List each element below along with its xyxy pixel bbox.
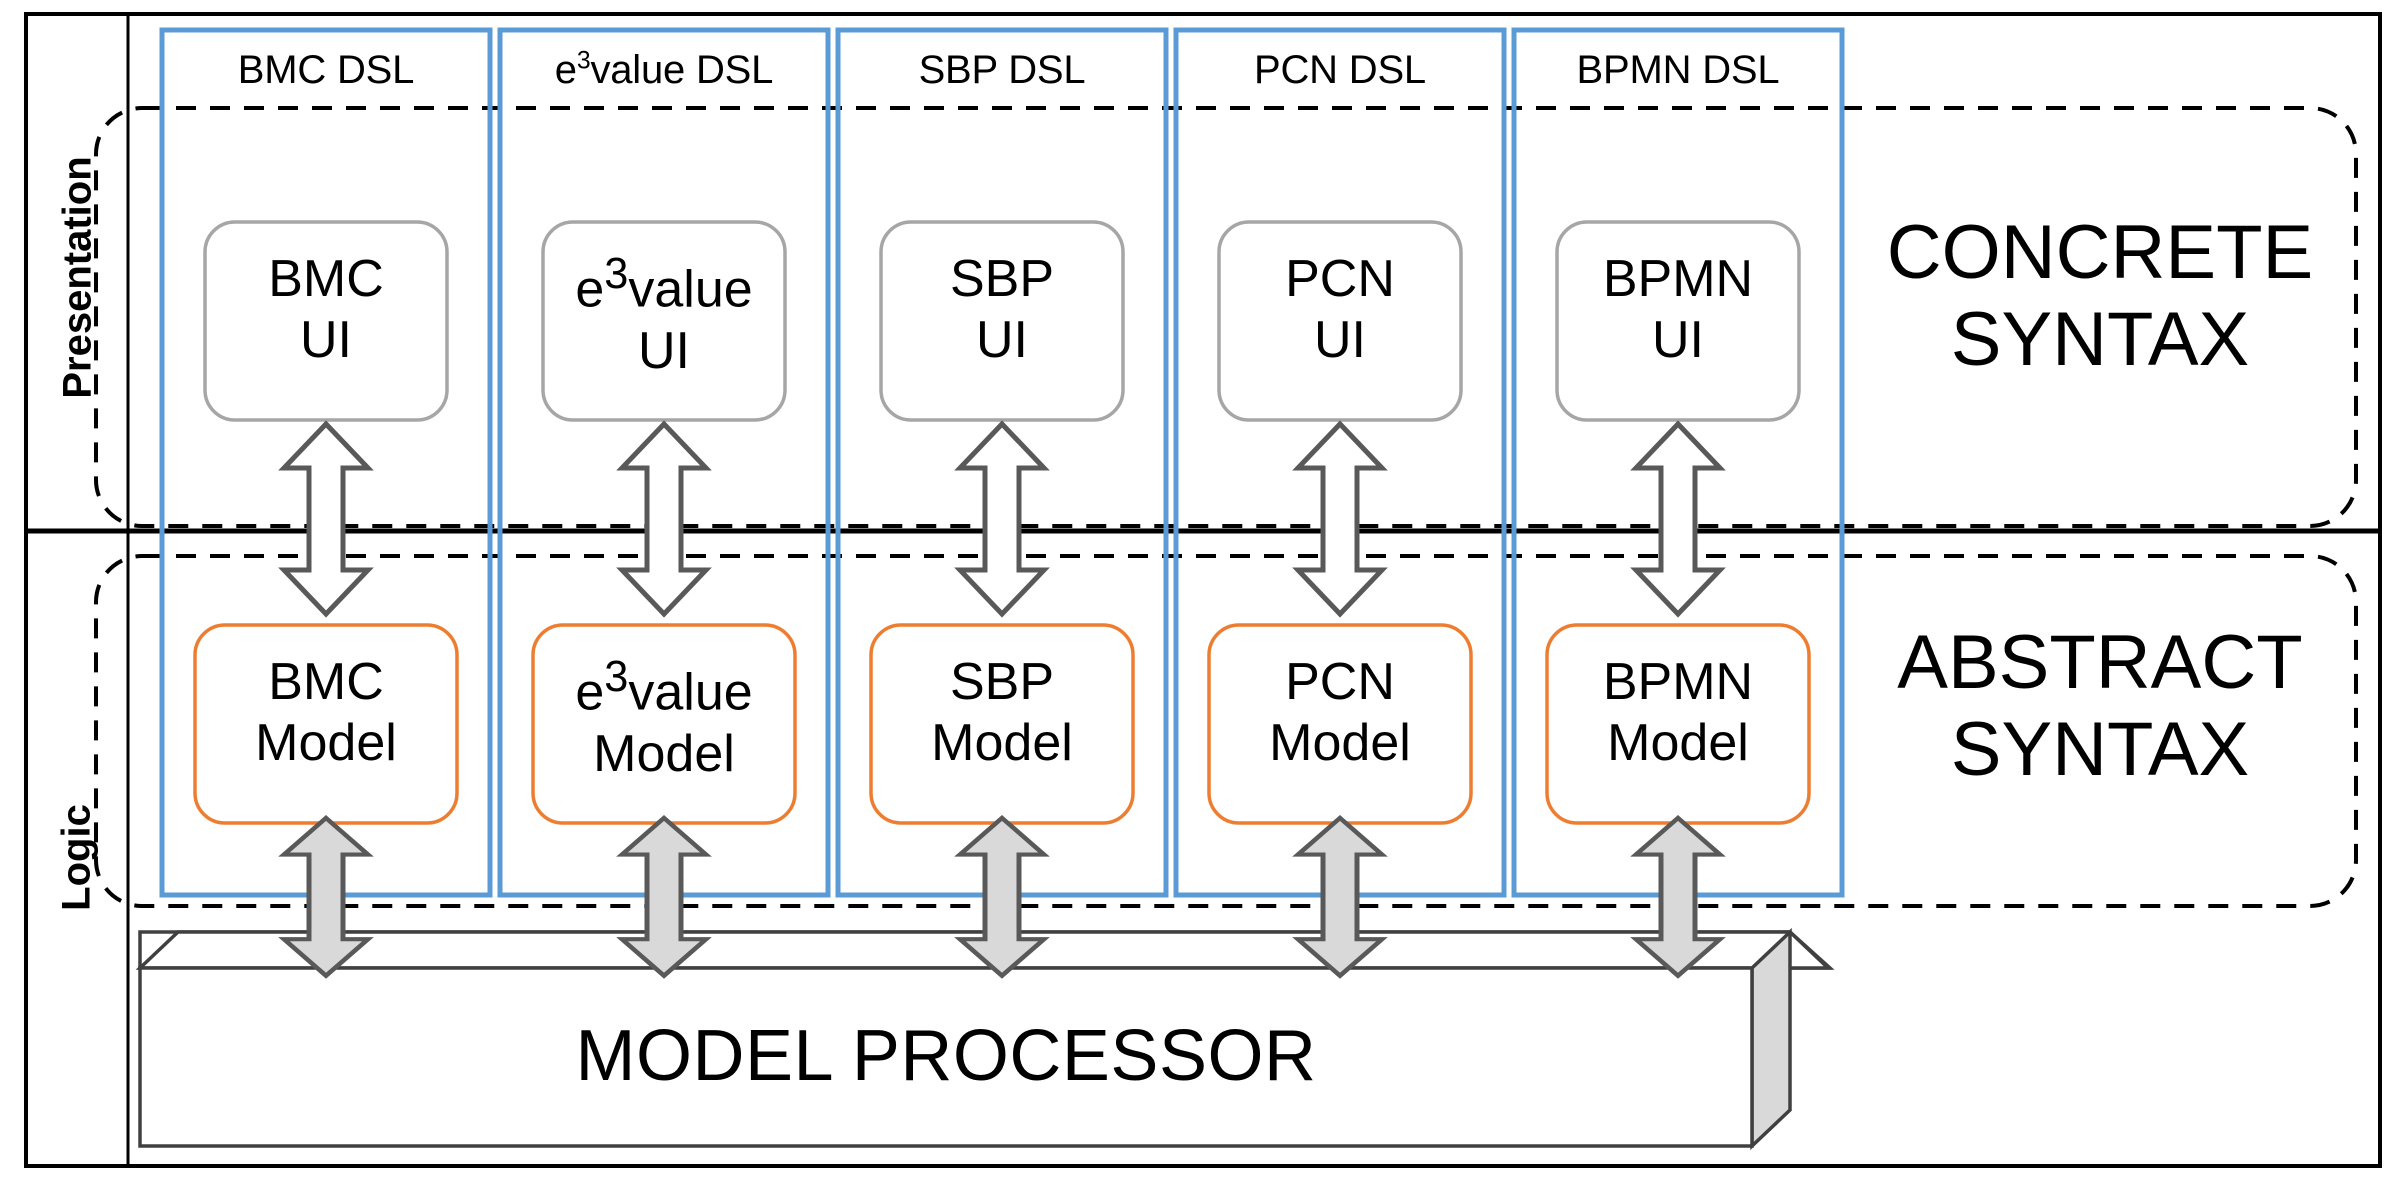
ui-label-pcn: PCN UI <box>1219 249 1461 372</box>
ui-box-sbp <box>879 220 1125 422</box>
band-label-logic-text: Logic <box>54 804 99 911</box>
ui-label-e3value-prefix: e <box>575 260 605 319</box>
model-label-e3value: e3value Model <box>533 652 795 785</box>
model-label-e3value-line1: e3value <box>533 652 795 724</box>
band-label-presentation: Presentation <box>56 138 101 418</box>
band-label-logic: Logic <box>55 758 100 958</box>
ui-label-e3value-suffix: value <box>628 260 753 319</box>
ui-label-bpmn-line2: UI <box>1652 311 1704 370</box>
processor-label: MODEL PROCESSOR <box>140 1016 1752 1097</box>
arrow-ui-model-pcn <box>1298 424 1382 614</box>
model-label-bmc-line2: Model <box>255 714 397 773</box>
model-label-e3value-line2: Model <box>593 724 735 783</box>
ui-label-pcn-line1: PCN <box>1285 250 1395 308</box>
model-label-pcn-line2: Model <box>1269 714 1411 773</box>
outer-frame <box>24 12 2382 1168</box>
ui-box-bpmn <box>1555 220 1801 422</box>
dsl-label-sbp: SBP DSL <box>838 48 1166 93</box>
dsl-label-bpmn-text: BPMN DSL <box>1576 48 1780 92</box>
abstract-syntax-line1: ABSTRACT <box>1897 620 2303 705</box>
model-label-e3value-superscript: 3 <box>604 653 629 701</box>
ui-box-e3value <box>541 220 787 422</box>
arrow-ui-model-sbp <box>960 424 1044 614</box>
dsl-label-pcn: PCN DSL <box>1176 48 1504 93</box>
abstract-syntax-region <box>94 554 2358 908</box>
ui-label-sbp-line1: SBP <box>949 250 1055 308</box>
model-label-bpmn-line1: BPMN <box>1602 653 1754 711</box>
concrete-syntax-line2: SYNTAX <box>1950 296 2250 382</box>
ui-label-e3value-line1: e3value <box>543 249 785 321</box>
concrete-syntax-region <box>94 106 2358 528</box>
ui-label-bmc: BMC UI <box>205 249 447 372</box>
model-label-e3value-prefix: e <box>575 663 605 722</box>
model-label-pcn: PCN Model <box>1209 652 1471 775</box>
ui-box-bmc <box>203 220 449 422</box>
band-label-presentation-text: Presentation <box>55 156 100 399</box>
dsl-label-pcn-text: PCN DSL <box>1254 48 1426 92</box>
ui-label-bmc-line2: UI <box>300 311 352 370</box>
arrow-ui-model-bmc <box>284 424 368 614</box>
ui-label-bmc-line1: BMC <box>268 250 384 308</box>
dsl-label-e3value-superscript: 3 <box>576 47 591 75</box>
ui-label-pcn-line2: UI <box>1314 311 1366 370</box>
model-label-bmc: BMC Model <box>195 652 457 775</box>
model-label-e3value-suffix: value <box>628 663 753 722</box>
concrete-syntax-title: CONCRETE SYNTAX <box>1860 210 2340 383</box>
ui-label-e3value-superscript: 3 <box>604 250 629 298</box>
model-label-bmc-line1: BMC <box>268 653 384 711</box>
abstract-syntax-line2: SYNTAX <box>1950 706 2250 792</box>
ui-label-sbp-line2: UI <box>976 311 1028 370</box>
dsl-label-bpmn: BPMN DSL <box>1514 48 1842 93</box>
abstract-syntax-title: ABSTRACT SYNTAX <box>1860 620 2340 793</box>
dsl-label-bmc: BMC DSL <box>162 48 490 93</box>
arrow-ui-model-bpmn <box>1636 424 1720 614</box>
model-label-bpmn-line2: Model <box>1607 714 1749 773</box>
model-label-pcn-line1: PCN <box>1285 653 1395 711</box>
model-label-bpmn: BPMN Model <box>1547 652 1809 775</box>
ui-label-bpmn: BPMN UI <box>1547 249 1809 372</box>
model-label-sbp-line2: Model <box>931 714 1073 773</box>
ui-label-bpmn-line1: BPMN <box>1602 250 1754 308</box>
dsl-label-sbp-text: SBP DSL <box>918 48 1086 92</box>
ui-box-pcn <box>1217 220 1463 422</box>
processor-side-face <box>1750 927 1792 1151</box>
dsl-label-e3value-prefix: e <box>554 48 577 92</box>
processor-label-text: MODEL PROCESSOR <box>575 1016 1317 1096</box>
model-label-sbp: SBP Model <box>871 652 1133 775</box>
ui-label-e3value: e3value UI <box>543 249 785 382</box>
dsl-label-e3value: e3value DSL <box>500 48 828 93</box>
ui-label-e3value-line2: UI <box>638 321 690 380</box>
dsl-label-bmc-text: BMC DSL <box>237 48 415 92</box>
model-label-sbp-line1: SBP <box>949 653 1055 711</box>
ui-label-sbp: SBP UI <box>881 249 1123 372</box>
arrow-ui-model-e3value <box>622 424 706 614</box>
processor-front-face <box>138 966 1754 1148</box>
dsl-label-e3value-suffix: value DSL <box>590 48 774 92</box>
concrete-syntax-line1: CONCRETE <box>1886 210 2314 295</box>
